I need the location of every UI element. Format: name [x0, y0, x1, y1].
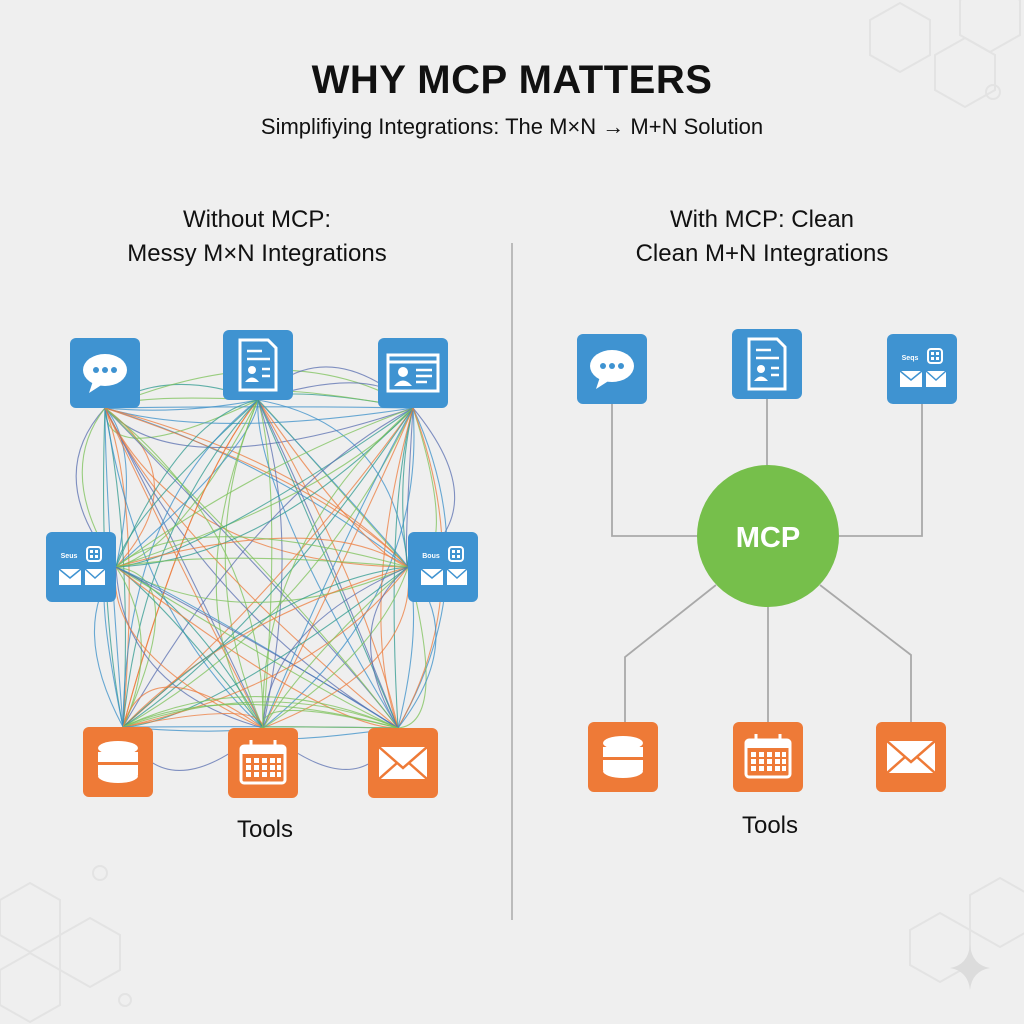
- mesh-connection-line: [122, 712, 264, 729]
- mesh-connection-line: [122, 701, 399, 729]
- mesh-connection-line: [104, 407, 399, 729]
- mesh-connection-line: [104, 407, 409, 568]
- mesh-connection-line: [215, 399, 264, 729]
- mesh-connections: [75, 366, 456, 771]
- mesh-connection-line: [104, 406, 414, 409]
- sparkle-icon: [950, 945, 990, 990]
- calendar-tool-icon: [733, 722, 803, 792]
- document-client-icon: [223, 330, 293, 400]
- mesh-connection-line: [257, 399, 409, 568]
- page-subtitle: Simplifiying Integrations: The M×N → M+N…: [260, 114, 764, 139]
- mesh-connection-line: [257, 399, 283, 729]
- mesh-connection-line: [115, 407, 414, 568]
- mesh-connection-line: [122, 566, 409, 728]
- mesh-connection-line: [104, 407, 414, 425]
- left-tools-label: Tools: [236, 816, 294, 843]
- left-panel-heading: Without MCP: Messy M×N Integrations: [57, 203, 457, 271]
- chat-client-icon: [70, 338, 140, 408]
- mesh-connection-line: [262, 566, 409, 729]
- mesh-connection-line: [104, 399, 259, 411]
- mesh-connection-line: [115, 557, 409, 568]
- mesh-connection-line: [262, 407, 414, 729]
- mesh-connection-line: [115, 566, 157, 728]
- icon-lettering: Bous: [422, 553, 440, 560]
- mesh-connection-line: [262, 566, 409, 729]
- contact-card-client-icon: [378, 338, 448, 408]
- mesh-connection-line: [115, 566, 142, 728]
- mesh-connection-line: [402, 407, 414, 568]
- mesh-connection-line: [104, 407, 409, 568]
- mesh-connection-line: [115, 566, 399, 729]
- mesh-connection-line: [115, 537, 409, 568]
- mesh-connection-line: [257, 399, 273, 729]
- mesh-connection-line: [257, 399, 399, 729]
- mesh-connection-line: [122, 696, 399, 729]
- page-title: WHY MCP MATTERS: [311, 58, 713, 102]
- mesh-connection-line: [122, 566, 409, 728]
- mesh-connection-line: [115, 399, 259, 568]
- mesh-connection-line: [257, 399, 399, 729]
- mail-grid-client-icon: Seqs: [887, 334, 957, 404]
- mesh-connection-line: [115, 399, 259, 568]
- mesh-connection-line: [115, 399, 259, 568]
- mesh-connection-line: [104, 407, 399, 729]
- hub-connectors: [611, 399, 923, 722]
- mesh-connection-line: [257, 399, 409, 568]
- mesh-connection-line: [104, 407, 130, 728]
- chat-client-icon: [577, 334, 647, 404]
- left-heading-line2: Messy M×N Integrations: [127, 240, 387, 267]
- calendar-tool-icon: [228, 728, 298, 798]
- right-heading-line2: Clean M+N Integrations: [635, 240, 889, 267]
- mesh-connection-line: [115, 566, 399, 729]
- mcp-hub: [697, 465, 839, 607]
- mesh-connection-line: [380, 407, 414, 729]
- mesh-connection-line: [122, 399, 259, 728]
- mesh-connection-line: [405, 407, 414, 568]
- mail-grid-client-icon: Seus: [46, 532, 116, 602]
- mesh-connection-line: [115, 407, 414, 568]
- mesh-connection-line: [122, 407, 414, 728]
- mesh-connection-line: [104, 407, 264, 729]
- database-tool-icon: [588, 722, 658, 792]
- icon-lettering: Seus: [61, 553, 78, 560]
- right-panel-heading: With MCP: Clean Clean M+N Integrations: [562, 203, 962, 271]
- mesh-connection-line: [262, 566, 409, 729]
- mesh-connection-line: [115, 566, 264, 729]
- mesh-connection-line: [104, 407, 127, 568]
- document-client-icon: [732, 329, 802, 399]
- mesh-connection-line: [393, 407, 414, 729]
- mesh-connection-line: [259, 726, 399, 729]
- mail-grid-client-icon: Bous: [408, 532, 478, 602]
- mcp-hub-label: MCP: [736, 522, 800, 554]
- mesh-connection-line: [370, 566, 409, 729]
- mesh-connection-line: [104, 407, 399, 729]
- mesh-connection-line: [257, 399, 399, 729]
- mesh-connection-line: [122, 686, 264, 729]
- mesh-connection-line: [397, 566, 427, 729]
- mesh-connection-line: [262, 710, 399, 729]
- mesh-connection-line: [122, 399, 259, 728]
- mesh-connection-line: [104, 407, 409, 568]
- mesh-connection-line: [122, 703, 399, 729]
- database-tool-icon: [83, 727, 153, 797]
- mesh-connection-line: [257, 399, 409, 568]
- mesh-connection-line: [104, 407, 124, 728]
- email-tool-icon: [876, 722, 946, 792]
- mesh-connection-line: [115, 399, 259, 568]
- right-heading-line1: With MCP: Clean: [669, 206, 855, 233]
- mesh-connection-line: [262, 407, 414, 729]
- right-tools-label: Tools: [741, 812, 799, 839]
- mesh-connection-line: [104, 407, 264, 729]
- icon-lettering: Seqs: [902, 355, 919, 362]
- mesh-connection-line: [104, 407, 264, 729]
- mesh-connection-line: [104, 407, 399, 729]
- left-heading-line1: Without MCP:: [182, 206, 332, 233]
- email-tool-icon: [368, 728, 438, 798]
- mesh-connection-line: [115, 536, 409, 568]
